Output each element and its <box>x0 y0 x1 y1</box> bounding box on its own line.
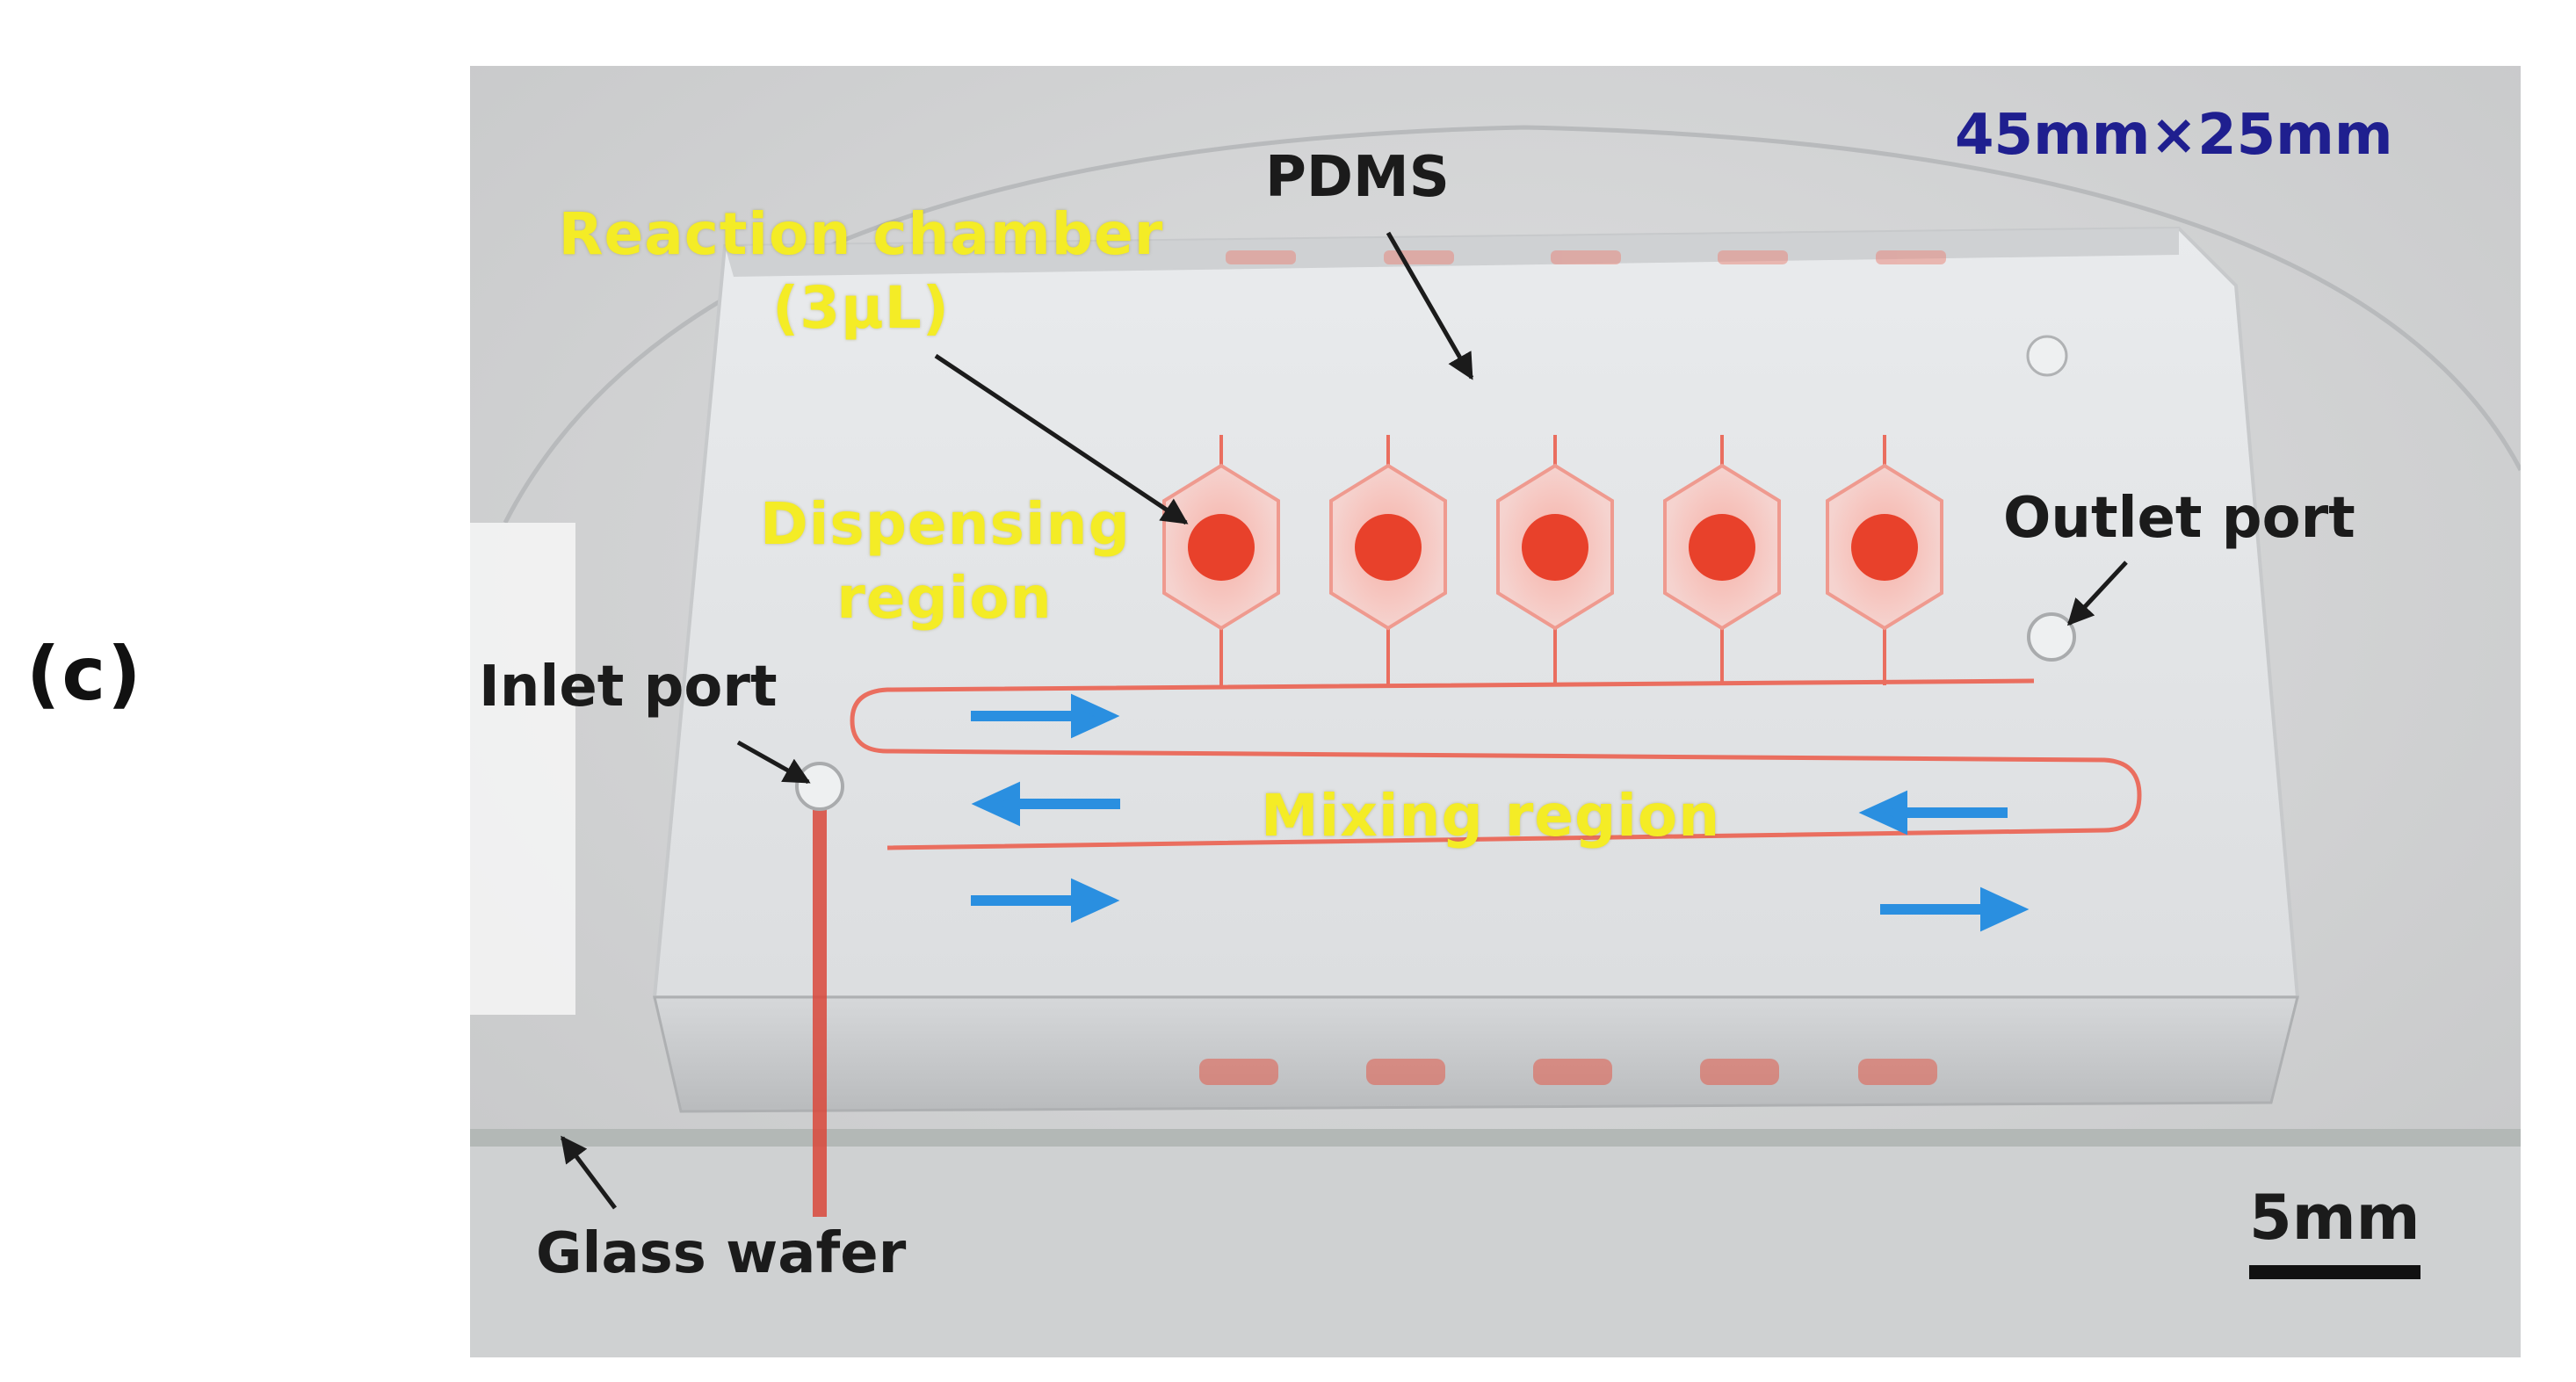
inlet-tube <box>813 795 827 1217</box>
reaction-chamber <box>1329 463 1447 631</box>
pdms-label: PDMS <box>1265 145 1450 210</box>
outlet-port-label: Outlet port <box>2003 486 2355 551</box>
glass-wafer-label: Glass wafer <box>536 1221 907 1286</box>
outlet-port-hole <box>2027 612 2076 662</box>
dispensing-region-label-line1: Dispensing <box>760 490 1131 558</box>
pdms-front-face <box>653 995 2299 1113</box>
inlet-port-label: Inlet port <box>479 655 778 720</box>
outlet-pointer <box>2066 561 2128 626</box>
flow-arrow-left <box>1858 790 2008 836</box>
dispensing-region-label: Dispensing region <box>760 488 1131 635</box>
reaction-chamber <box>1663 463 1781 631</box>
flow-arrow-right <box>971 693 1120 739</box>
flow-arrows <box>971 693 2030 932</box>
reaction-chamber-label: Reaction chamber (3μL) <box>527 198 1195 345</box>
mixing-channel <box>850 678 2142 850</box>
reaction-chamber <box>1162 463 1280 631</box>
inlet-pointer <box>736 740 811 785</box>
scale-bar <box>2249 1265 2420 1279</box>
flow-arrow-right <box>1880 886 2030 932</box>
table-surface <box>470 1147 2521 1357</box>
port-hole-top <box>2026 335 2068 377</box>
inlet-port-hole <box>795 762 844 811</box>
flow-arrow-right <box>971 878 1120 923</box>
mixing-region-label: Mixing region <box>1261 782 1721 850</box>
pointer-arrows <box>561 231 2128 1210</box>
dimensions-label: 45mm×25mm <box>1955 103 2393 168</box>
flow-arrow-left <box>971 781 1120 827</box>
microfluidic-chip-photo: 45mm×25mm PDMS Reaction chamber (3μL) Di… <box>470 66 2521 1357</box>
front-reflections <box>1199 1059 1937 1085</box>
glass-wafer-edge <box>503 125 2521 525</box>
reaction-chamber <box>1496 463 1614 631</box>
reaction-chamber-label-line1: Reaction chamber <box>558 200 1164 268</box>
reaction-chambers <box>1162 463 1943 631</box>
scale-bar-label: 5mm <box>2249 1182 2420 1254</box>
glass-wafer-rim <box>470 1129 2521 1147</box>
glare <box>470 523 575 1015</box>
pdms-pointer <box>1386 231 1474 380</box>
reaction-chamber <box>1826 463 1943 631</box>
chamber-pointer <box>934 353 1189 525</box>
dispensing-region-label-line2: region <box>836 564 1053 632</box>
glass-wafer-pointer <box>561 1135 617 1210</box>
panel-label: (c) <box>26 631 143 717</box>
reaction-chamber-label-line2: (3μL) <box>772 274 950 342</box>
photo-scene <box>470 66 2521 1357</box>
